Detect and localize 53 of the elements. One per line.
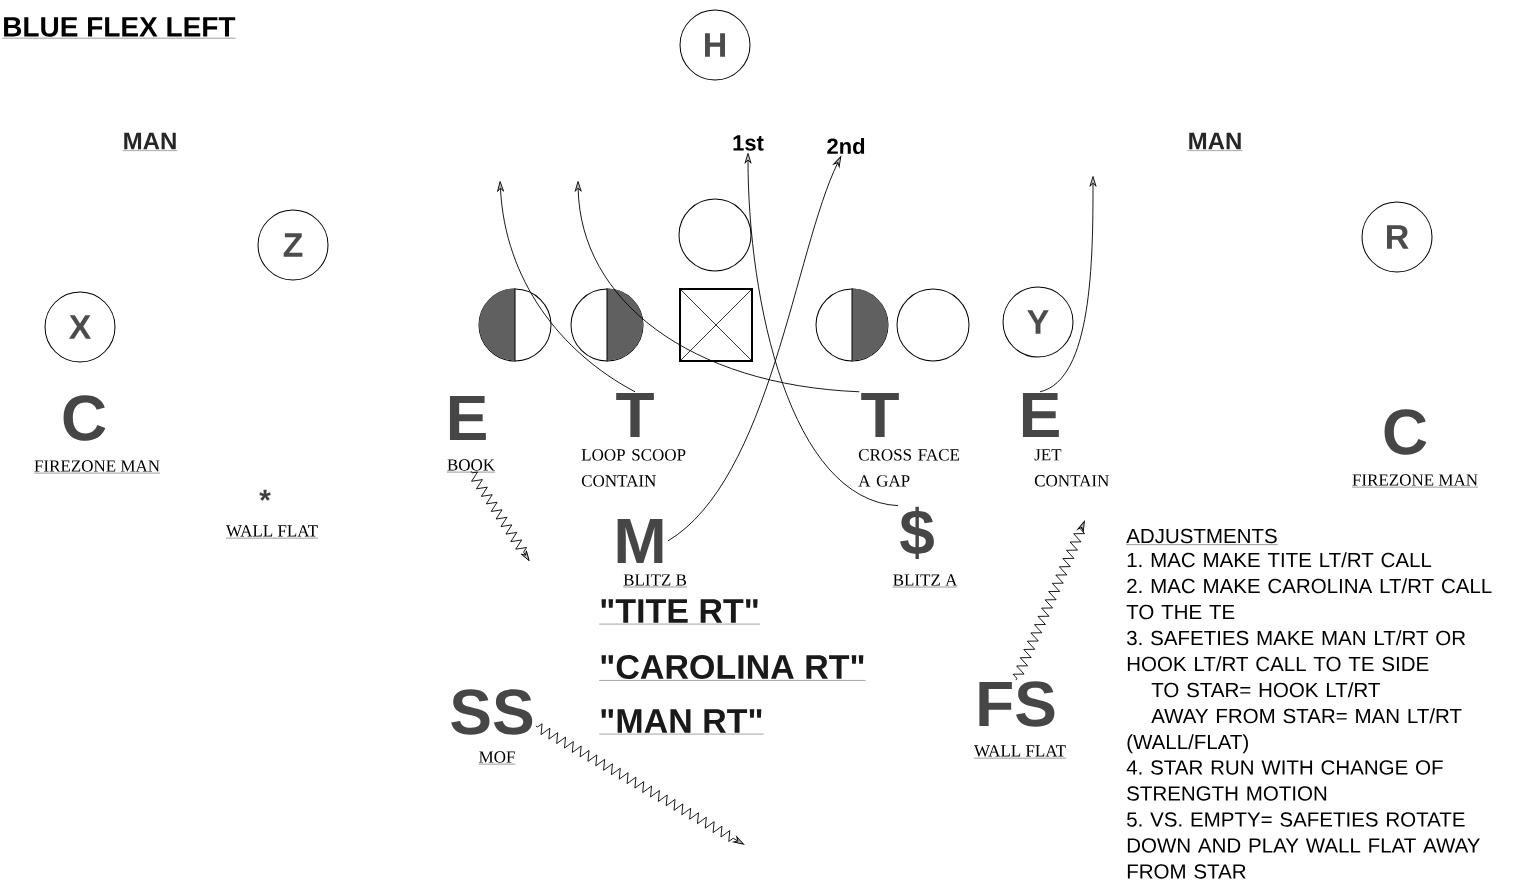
adjustment-item: 3. SAFETIES MAKE MAN LT/RT OR HOOK LT/RT CALL TO TE SIDE <box>1127 630 1466 672</box>
lineman-circle <box>570 288 644 362</box>
defender-letter: E <box>449 395 486 440</box>
route-arrow <box>667 156 842 542</box>
assignment-text: FIREZONE MAN <box>33 460 161 474</box>
title: BLUE FLEX LEFT <box>2 17 236 39</box>
gap-label: 1st <box>733 135 764 151</box>
defender-letter: C <box>1384 409 1427 455</box>
coverage-label: MAN <box>1187 132 1243 151</box>
adjustment-item: 1. MAC MAKE TITE LT/RT CALL <box>1127 552 1432 568</box>
center-square <box>678 287 754 363</box>
adjustment-item: 2. MAC MAKE CAROLINA LT/RT CALL TO THE TE <box>1126 578 1492 620</box>
lineman-circle <box>478 288 552 362</box>
defender-letter: E <box>1022 392 1059 437</box>
zigzag-arrow <box>470 470 530 562</box>
defender-letter: M <box>617 518 663 563</box>
lineman-circle <box>678 198 752 272</box>
coverage-label: MAN <box>122 132 178 151</box>
assignment-text: MOF <box>478 751 516 765</box>
assignment-text: WALL FLAT <box>973 745 1067 759</box>
defender-letter: SS <box>451 689 533 735</box>
assignment-text: WALL FLAT <box>225 525 319 539</box>
lineman-circle <box>896 288 970 362</box>
adjustment-item: TO STAR= HOOK LT/RT <box>1151 682 1380 698</box>
call-text: "CAROLINA RT" <box>599 654 866 681</box>
adjustment-item: 5. VS. EMPTY= SAFETIES ROTATE DOWN AND PLAY WALL FLAT AWAY FROM STAR <box>1127 812 1480 879</box>
call-text: "MAN RT" <box>599 709 764 735</box>
zigzag-arrow <box>535 723 745 845</box>
gap-label: 2nd <box>827 137 865 155</box>
assignment-text: BOOK <box>446 459 496 473</box>
defender-letter: T <box>861 392 899 437</box>
adjustment-item: AWAY FROM STAR= MAN LT/RT <box>1151 708 1462 724</box>
assignment-text: CROSS FACE A GAP <box>858 449 960 487</box>
zigzag-arrow <box>1012 520 1086 681</box>
asterisk-symbol: * <box>259 489 271 501</box>
lineman-circle <box>815 288 889 362</box>
assignment-text: BLITZ B <box>622 574 688 588</box>
defender-letter: $ <box>900 506 934 560</box>
assignment-text: LOOP SCOOP CONTAIN <box>581 449 686 487</box>
route-arrow <box>574 181 860 393</box>
defender-letter: FS <box>979 681 1055 727</box>
route-arrow <box>1039 176 1097 393</box>
adjustments-heading: ADJUSTMENTS <box>1126 528 1278 545</box>
call-text: "TITE RT" <box>599 599 761 625</box>
defender-letter: T <box>616 392 654 437</box>
adjustment-item: (WALL/FLAT) <box>1127 734 1248 754</box>
route-arrow <box>744 152 899 507</box>
route-arrow <box>497 181 636 393</box>
assignment-text: FIREZONE MAN <box>1351 474 1479 488</box>
assignment-text: JET CONTAIN <box>1034 449 1109 487</box>
assignment-text: BLITZ A <box>892 574 958 588</box>
defender-letter: C <box>63 395 106 441</box>
adjustment-item: 4. STAR RUN WITH CHANGE OF STRENGTH MOTION <box>1126 760 1443 801</box>
